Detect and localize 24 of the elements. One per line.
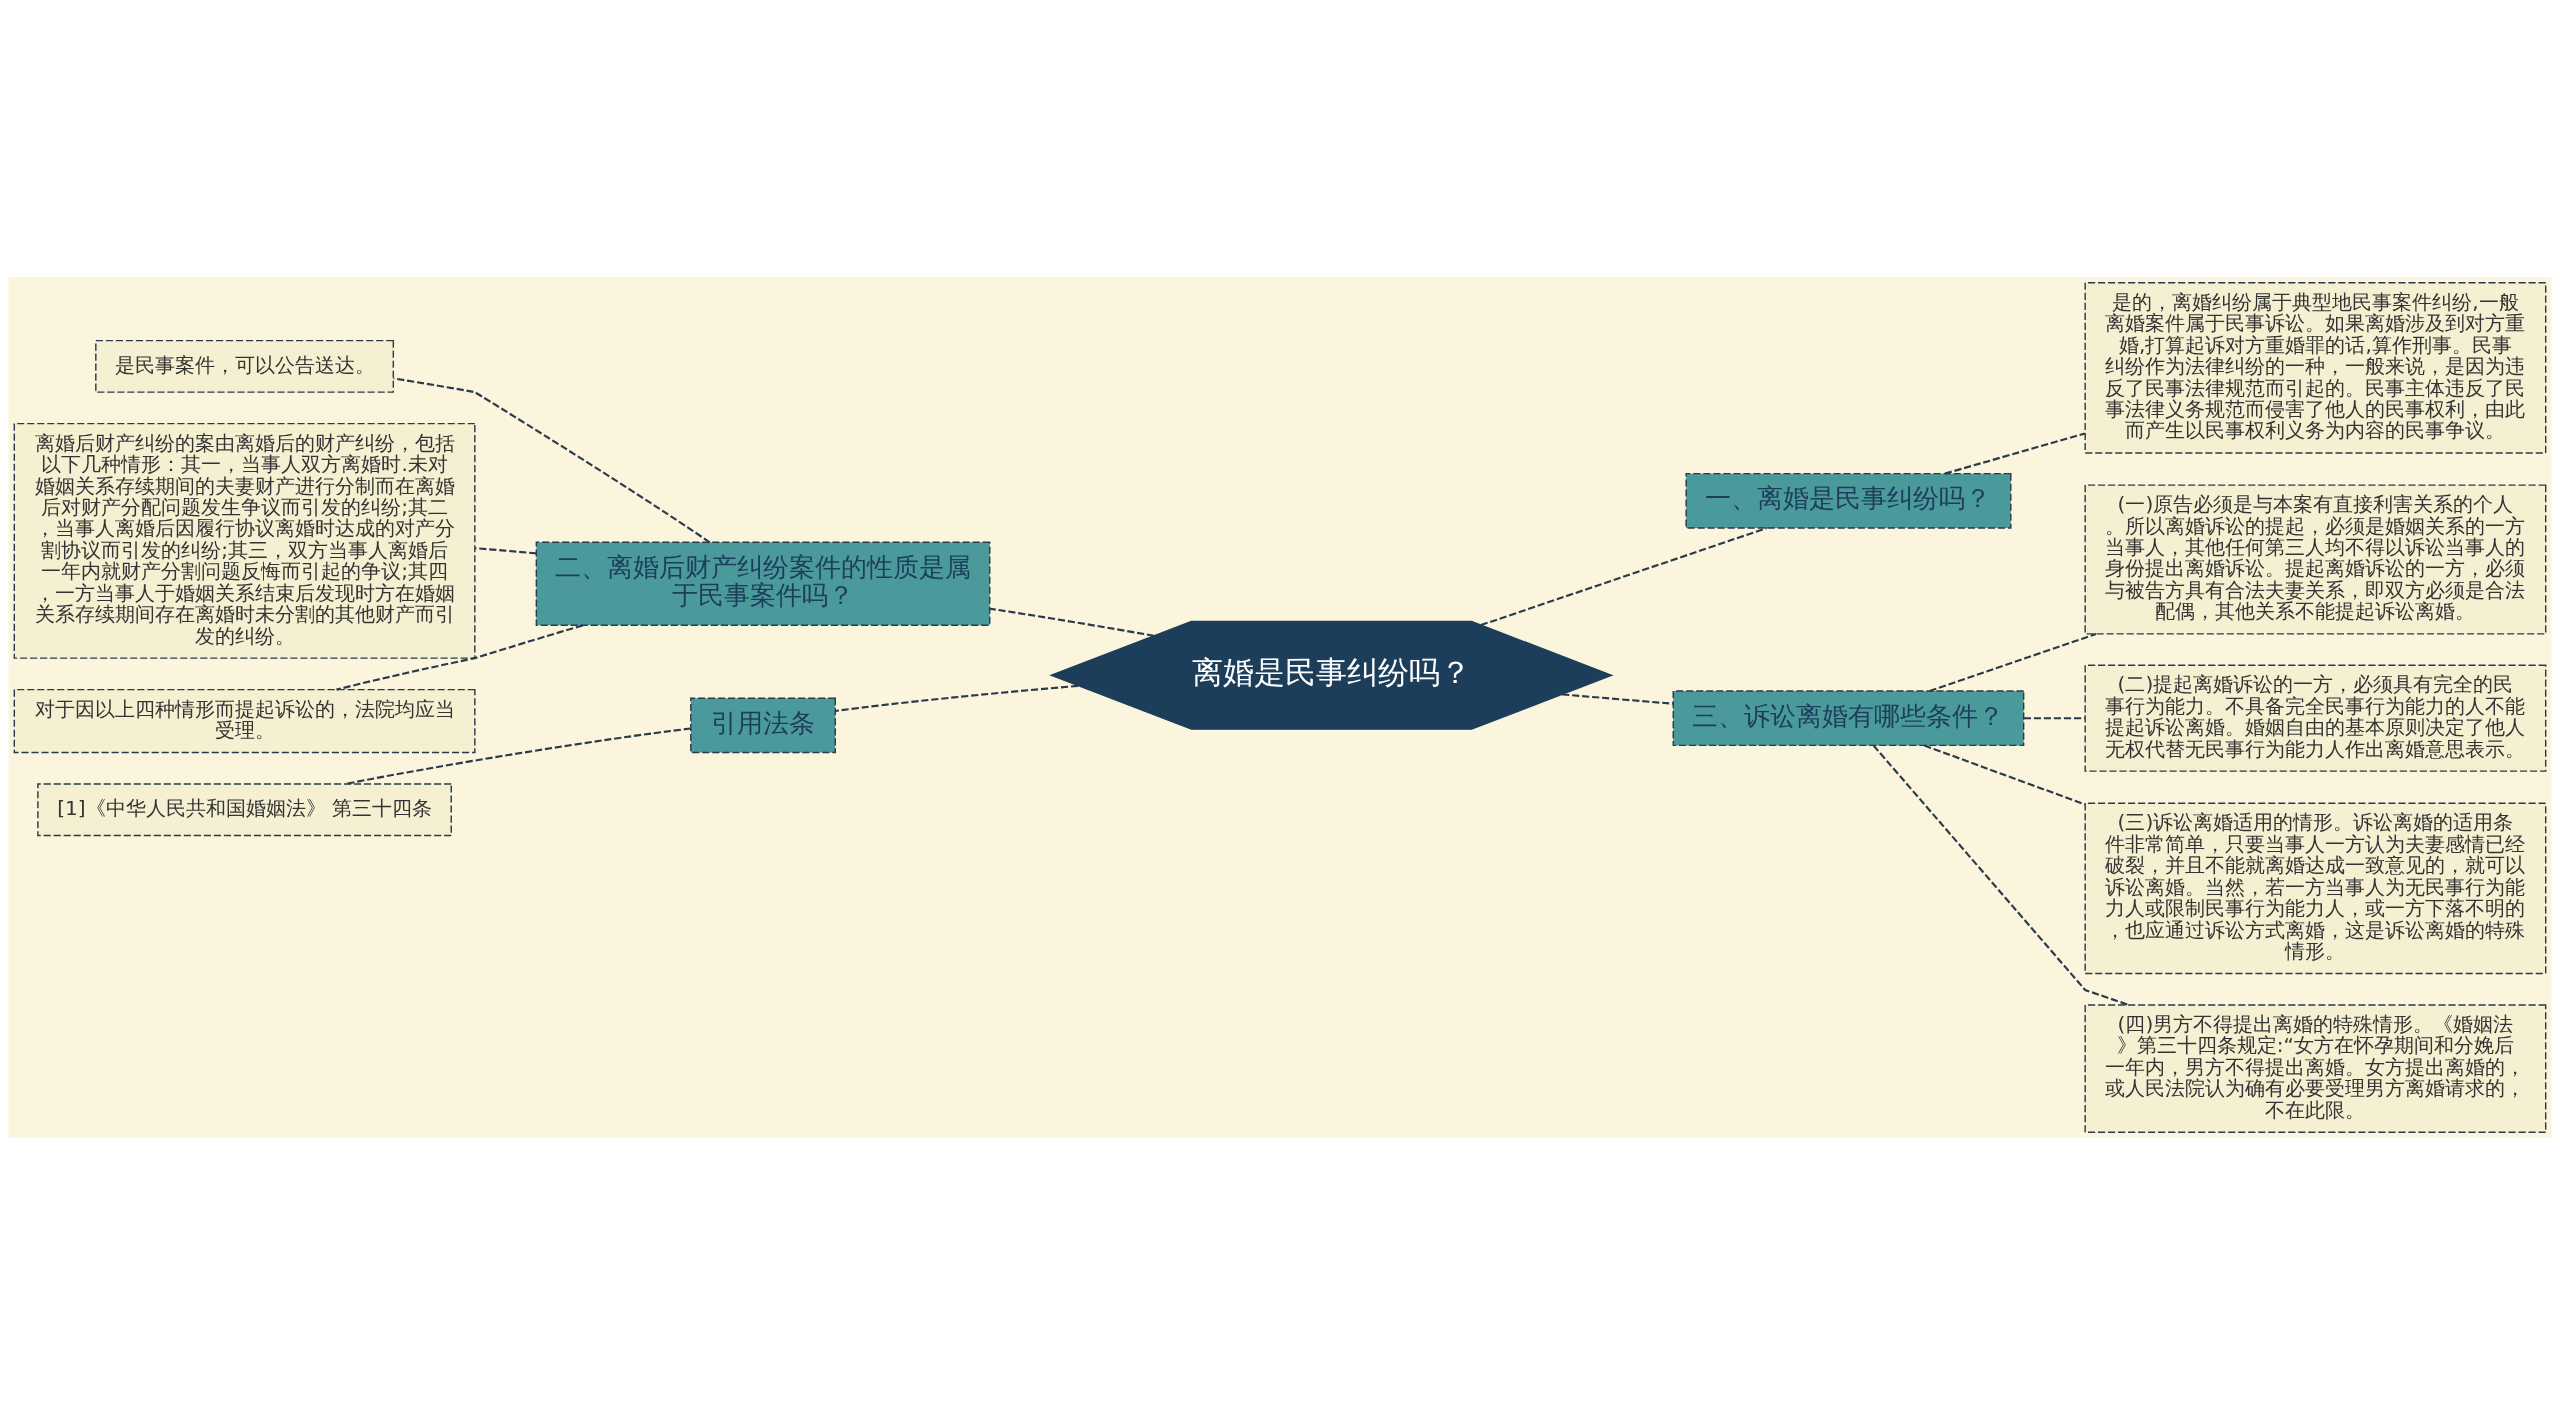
node-box: 是民事案件，可以公告送达。	[95, 339, 395, 393]
node-box: 一、离婚是民事纠纷吗？	[1685, 472, 2012, 529]
node-box: 二、离婚后财产纠纷案件的性质是属于民事案件吗？	[535, 541, 991, 626]
connector	[989, 607, 1154, 637]
node-box: 三、诉讼离婚有哪些条件？	[1672, 689, 2025, 746]
connector	[1924, 744, 2086, 805]
connector	[1929, 632, 2097, 692]
node-box: (一)原告必须是与本案有直接利害关系的个人。所以离婚诉讼的提起，必须是婚姻关系的一方当事人，其他任何第三人均不得以诉讼当事人的身份提出离婚诉讼。提起离婚诉讼的一方，必须与被告方具有合法夫妻关系，即双方必须是合法配偶，其他关系不能提起诉讼离婚。	[2084, 483, 2547, 635]
node-box: (四)男方不得提出离婚的特殊情形。《婚姻法》第三十四条规定:“女方在怀孕期间和分娩后一年内，男方不得提出离婚。女方提出离婚的，或人民法院认为确有必要受理男方离婚请求的，不在此限。	[2084, 1003, 2547, 1133]
node-box: 对于因以上四种情形而提起诉讼的，法院均应当受理。	[13, 688, 476, 753]
node-box: (二)提起离婚诉讼的一方，必须具有完全的民事行为能力。不具备完全民事行为能力的人不能提起诉讼离婚。婚姻自由的基本原则决定了他人无权代替无民事行为能力人作出离婚意思表示。	[2084, 664, 2547, 772]
connector	[1562, 692, 1674, 705]
connector	[1944, 431, 2086, 475]
connector	[393, 376, 711, 543]
node-box: 是的，离婚纠纷属于典型地民事案件纠纷,一般离婚案件属于民事诉讼。如果离婚涉及到对方重婚,打算起诉对方重婚罪的话,算作刑事。民事纠纷作为法律纠纷的一种，一般来说，是因为违反了民事法律规范而引起的。民事主体违反了民事法律义务规范而侵害了他人的民事权利，由此而产生以民事权利义务为内容的民事争议。	[2084, 281, 2547, 454]
connector	[1480, 526, 1768, 626]
connector	[2024, 716, 2085, 719]
node-box: [1]《中华人民共和国婚姻法》 第三十四条	[37, 782, 452, 836]
connector	[475, 546, 537, 554]
connector	[345, 727, 691, 785]
node-box: (三)诉讼离婚适用的情形。诉讼离婚的适用条件非常简单，只要当事人一方认为夫妻感情已经破裂，并且不能就离婚达成一致意见的，就可以诉讼离婚。当然，若一方当事人为无民事行为能力人或限制民事行为能力人，或一方下落不明的，也应通过诉讼方式离婚，这是诉讼离婚的特殊情形。	[2084, 802, 2547, 974]
node-box: 离婚后财产纠纷的案由离婚后的财产纠纷，包括以下几种情形：其一，当事人双方离婚时.未对婚姻关系存续期间的夫妻财产进行分制而在离婚后对财产分配问题发生争议而引发的纠纷;其二，当事人离婚后因履行协议离婚时达成的对产分割协议而引发的纠纷;其三，双方当事人离婚后一年内就财产分割问题反悔而引起的争议;其四，一方当事人于婚姻关系结束后发现时方在婚姻关系存续期间存在离婚时未分割的其他财产而引发的纠纷。	[13, 422, 476, 659]
connector	[835, 684, 1079, 712]
node-box: 引用法条	[690, 697, 836, 753]
